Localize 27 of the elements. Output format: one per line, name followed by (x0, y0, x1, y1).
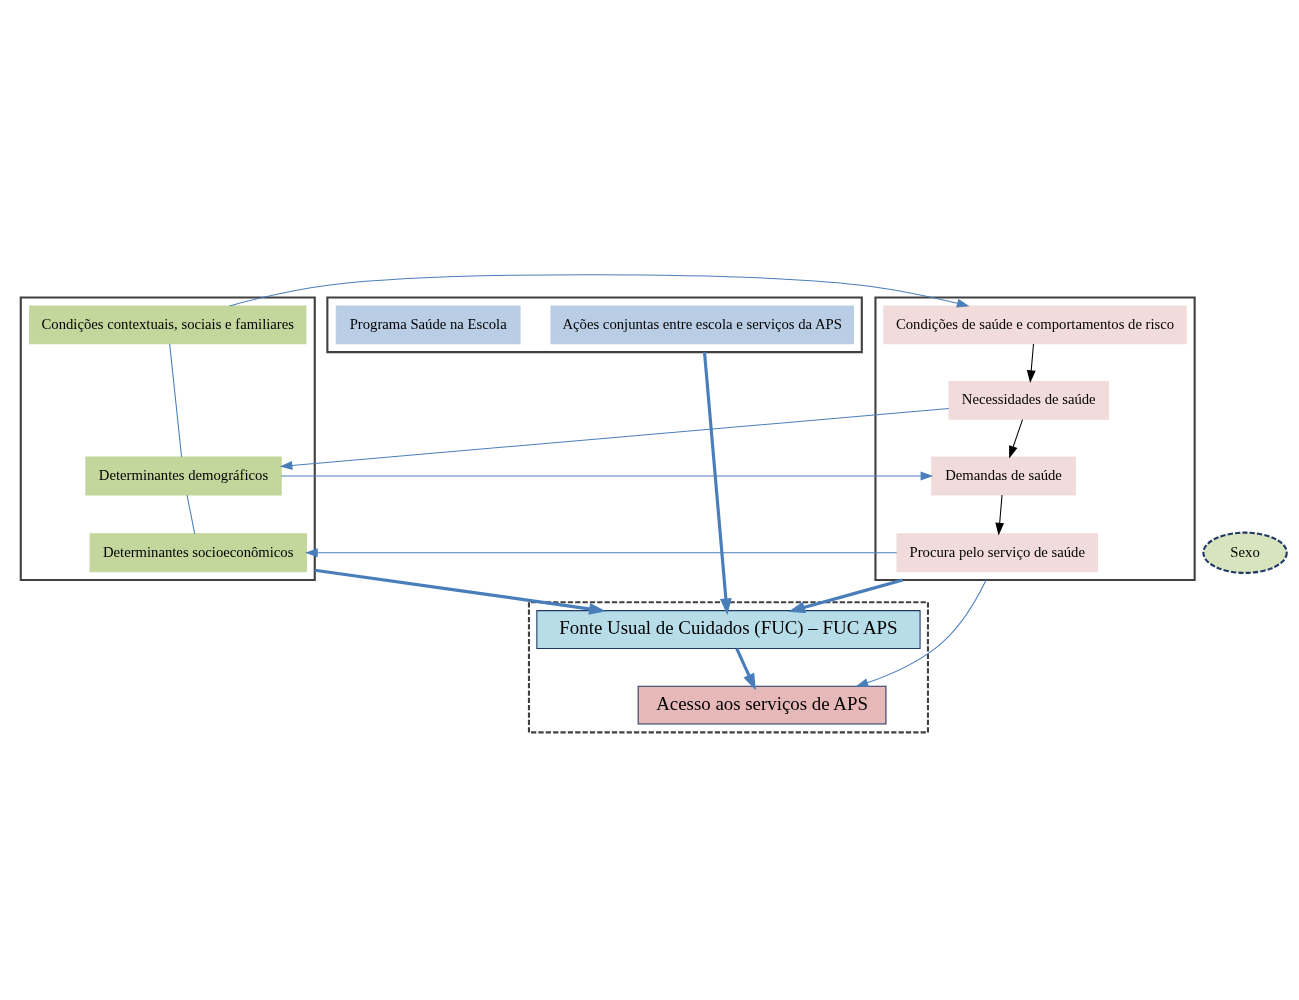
arrow (314, 568, 606, 615)
node-box: Determinantes demográficos (85, 456, 282, 495)
arrow (702, 351, 732, 615)
arrow (280, 471, 934, 480)
arrow (788, 578, 904, 613)
node-box: Ações conjuntas entre escola e serviços da APS (550, 304, 854, 344)
node-box: Procura pelo serviço de saúde (896, 532, 1099, 572)
arrow (1009, 418, 1024, 458)
arrow (995, 494, 1005, 535)
node-box: Fonte Usual de Cuidados (FUC) – FUC APS (536, 609, 921, 649)
node-box: Determinantes socioeconômicos (89, 532, 307, 572)
node-box: Condições contextuais, sociais e familiares (29, 304, 307, 344)
node-box: Condições de saúde e comportamentos de risco (883, 304, 1187, 344)
connector (169, 342, 183, 457)
arrow (305, 547, 898, 557)
node-ellipse: Sexo (1202, 531, 1288, 574)
arrow (279, 407, 950, 470)
cluster (326, 295, 863, 353)
node-box: Programa Saúde na Escola (335, 304, 521, 344)
node-box: Demandas de saúde (931, 456, 1076, 495)
arrow (229, 273, 970, 308)
connector (186, 494, 196, 534)
node-box: Acesso aos serviços de APS (637, 685, 887, 725)
node-box: Necessidades de saúde (948, 380, 1110, 420)
arrow (1026, 343, 1036, 383)
arrow (735, 647, 756, 690)
arrow (855, 579, 987, 687)
